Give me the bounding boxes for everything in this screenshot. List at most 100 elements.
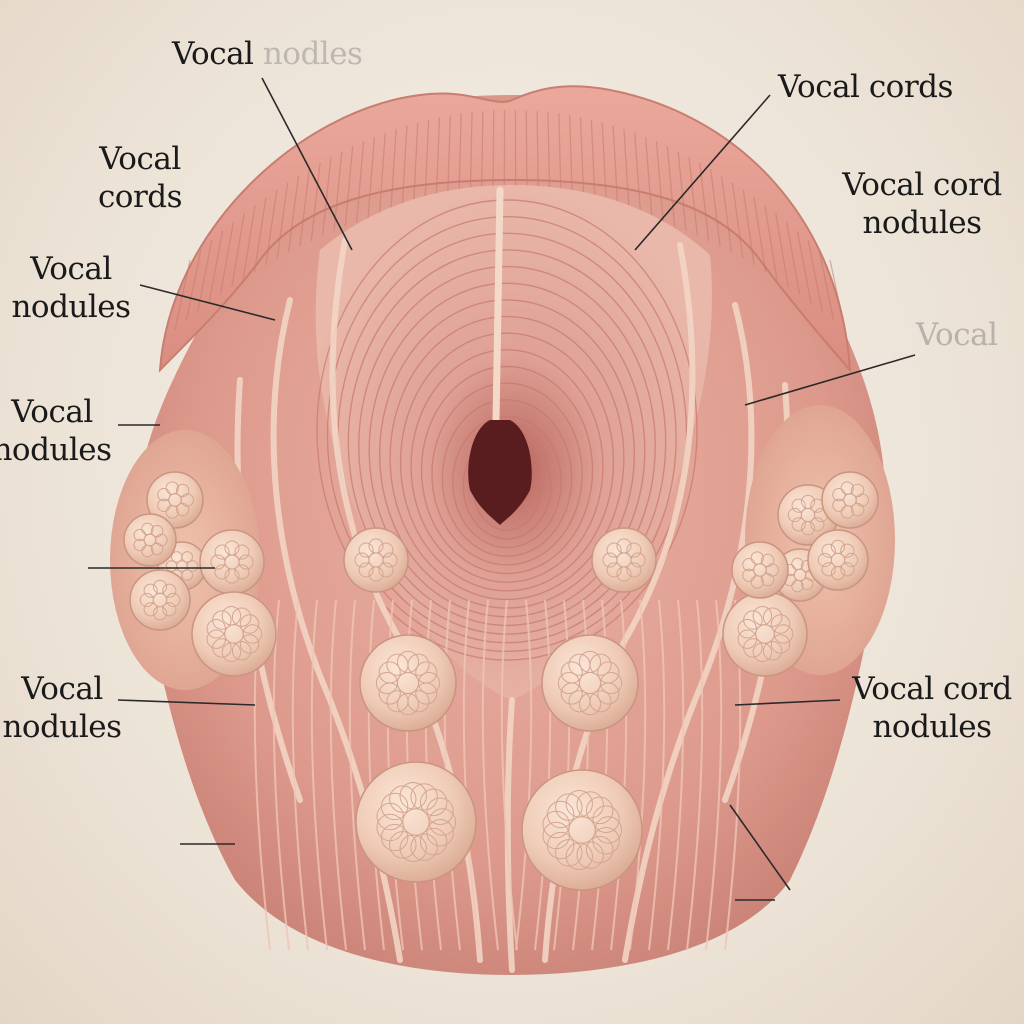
leader-left-nodules-1	[139, 284, 276, 321]
nodule	[191, 591, 277, 677]
rim-striation	[378, 132, 386, 216]
rim-striation	[764, 205, 778, 280]
label-top-center: Vocal nodles	[172, 35, 363, 73]
label-right-cord-nodules: Vocal cord nodules	[822, 166, 1022, 242]
label-left-nodules-2-line2: nodules	[0, 432, 112, 468]
fiber-strand	[648, 599, 666, 951]
rim-striations	[174, 110, 846, 331]
rim-striation	[601, 122, 608, 207]
rim-striation	[412, 122, 419, 207]
funnel-rings	[316, 199, 698, 661]
rim-striation	[276, 182, 289, 259]
label-left-nodules-2: Vocal nodules	[0, 393, 122, 469]
rim-striation	[469, 112, 473, 200]
funnel-ring	[368, 282, 646, 618]
rim-striation	[579, 117, 585, 203]
funnel-ring	[358, 265, 656, 627]
label-top-right: Vocal cords	[778, 68, 953, 106]
label-left-nodules-1-line1: Vocal	[30, 251, 112, 287]
fiber-strand	[705, 599, 723, 951]
rim-striation	[265, 189, 278, 266]
rim-striation	[807, 240, 823, 312]
fiber-strand	[610, 599, 628, 951]
label-left-cords-line2: cords	[97, 179, 183, 215]
label-left-nodules-3: Vocal nodules	[0, 670, 134, 746]
fiber-strand	[462, 599, 480, 951]
leader-top-right	[634, 94, 771, 251]
fiber-strand	[367, 599, 385, 951]
rim-striation	[612, 125, 619, 210]
rim-striation	[525, 110, 528, 200]
rim-striation	[634, 132, 642, 216]
fiber-strand	[629, 599, 647, 951]
rim-striation	[492, 110, 495, 200]
rim-striation	[590, 119, 596, 205]
rim-striation	[818, 249, 835, 321]
nodule	[199, 529, 265, 595]
rim-striation	[367, 136, 376, 219]
label-left-nodules-3-line2: nodules	[2, 709, 122, 745]
fiber-strand	[310, 599, 328, 951]
funnel-ring	[420, 365, 594, 575]
leader-right-vocal	[744, 354, 916, 406]
funnel-ring	[399, 332, 615, 592]
label-right-cord-nodules-line2: nodules	[862, 205, 982, 241]
rim-striation	[310, 162, 321, 241]
fiber-strand	[667, 599, 685, 951]
rim-striation	[775, 213, 789, 287]
leader-left-nodules-3	[117, 699, 256, 706]
rim-striation	[720, 175, 733, 253]
rim-striation	[344, 146, 354, 227]
rim-striation	[185, 249, 202, 321]
fiber-strand	[329, 599, 347, 951]
nodule	[731, 541, 789, 599]
nodule	[521, 769, 643, 891]
rim-striation	[424, 119, 430, 205]
funnel-ring	[316, 199, 698, 661]
rim-striation	[558, 113, 562, 201]
funnel-ring	[347, 249, 667, 635]
leader-right-bottom-a	[729, 804, 791, 891]
rim-striation	[623, 128, 630, 212]
nodules	[123, 471, 879, 891]
fiber-strand	[348, 599, 366, 951]
nodule	[123, 513, 177, 567]
label-right-cord-nodules-2: Vocal cord nodules	[840, 670, 1024, 746]
label-left-nodules-1-line2: nodules	[11, 289, 131, 325]
nodule	[343, 527, 409, 593]
label-top-center-faded-text: nodles	[262, 36, 363, 72]
rim-striation	[731, 182, 744, 259]
rim-striation	[536, 111, 540, 200]
rim-striation	[688, 156, 699, 236]
rim-striation	[785, 221, 801, 295]
median-ridge	[492, 186, 504, 424]
nodule	[807, 529, 869, 591]
rim-striation	[446, 115, 451, 202]
label-left-cords-line1: Vocal	[99, 141, 181, 177]
rim-striation	[253, 197, 267, 273]
nodule	[821, 471, 879, 529]
rim-striation	[655, 141, 664, 223]
rim-striation	[753, 197, 767, 273]
fiber-strand	[481, 599, 499, 951]
rim-striation	[796, 230, 812, 304]
fiber-strand	[534, 599, 552, 951]
rim-striation	[569, 115, 574, 202]
label-right-cord-nodules-line1: Vocal cord	[842, 167, 1002, 203]
funnel-ring	[452, 415, 562, 549]
rim-striation	[677, 151, 687, 231]
rim-striation	[547, 112, 551, 200]
funnel-ring	[441, 399, 573, 557]
rim-striation	[710, 168, 721, 247]
fiber-strand	[443, 599, 461, 951]
label-top-right-text: Vocal cords	[778, 69, 953, 105]
nodule	[146, 471, 204, 529]
rim-striation	[480, 111, 484, 200]
label-left-nodules-1: Vocal nodules	[4, 250, 138, 326]
rim-striation	[356, 141, 365, 223]
rim-striation	[435, 117, 441, 203]
label-right-cord-nodules-2-line2: nodules	[872, 709, 992, 745]
nodule	[359, 634, 457, 732]
fiber-strand	[686, 599, 704, 951]
